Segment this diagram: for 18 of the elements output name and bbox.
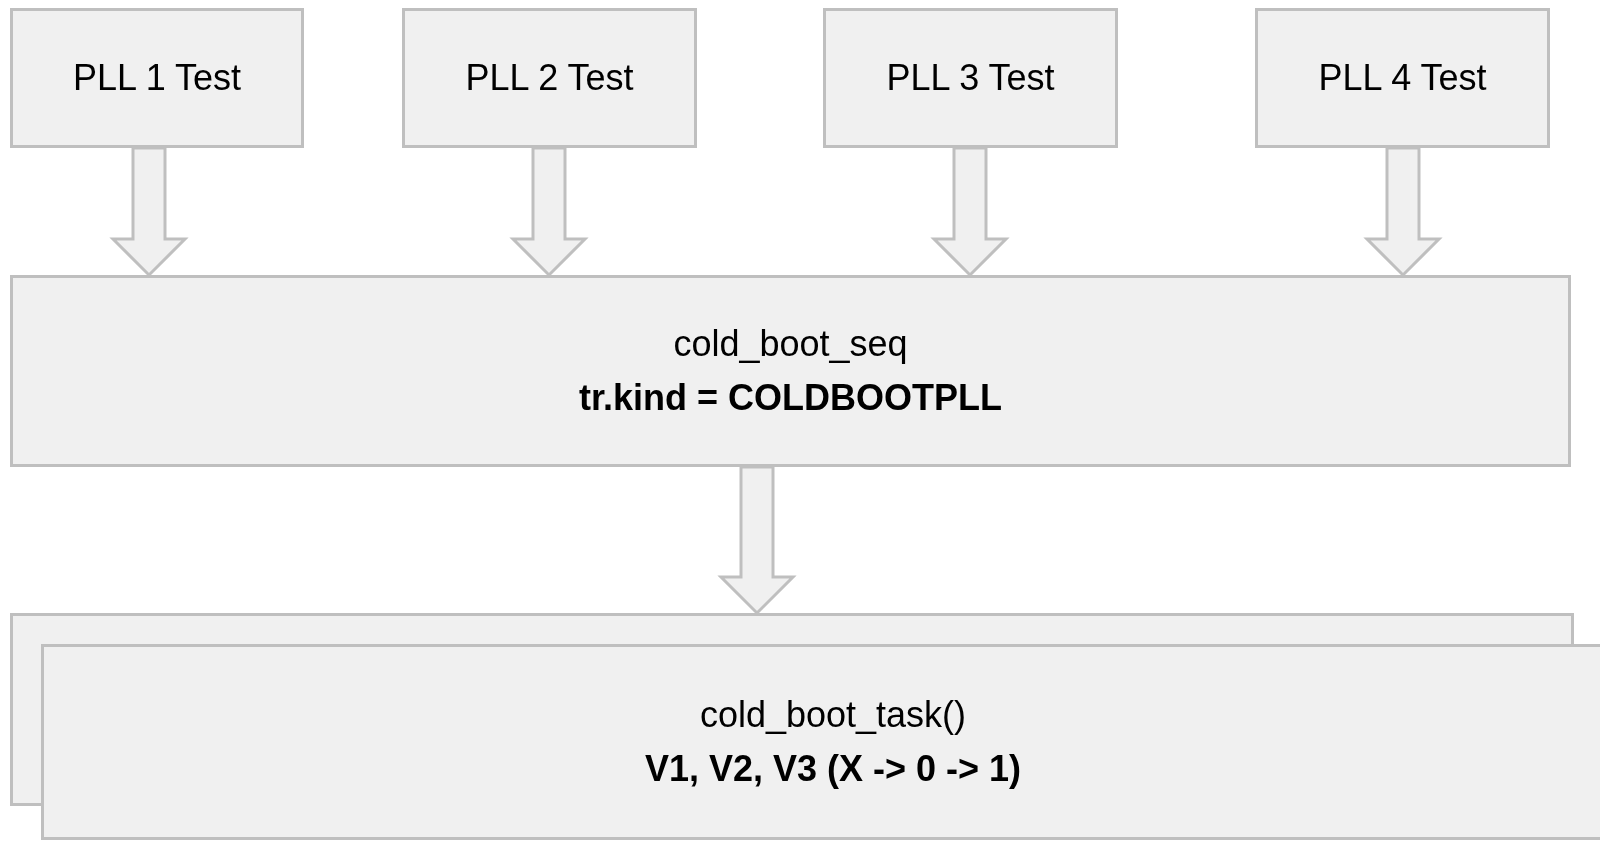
- box-title: PLL 4 Test: [1318, 56, 1487, 100]
- process-box: [402, 8, 697, 148]
- box-title: cold_boot_task(): [699, 693, 967, 737]
- process-box: [10, 8, 304, 148]
- box-title: PLL 3 Test: [886, 56, 1055, 100]
- process-box: [1255, 8, 1550, 148]
- process-box: [823, 8, 1118, 148]
- process-box: [10, 275, 1571, 467]
- block-arrow: [717, 465, 797, 616]
- box-title: cold_boot_seq: [673, 322, 908, 366]
- block-arrow: [109, 146, 189, 278]
- block-arrow: [1363, 146, 1443, 278]
- block-arrow: [509, 146, 589, 278]
- box-title: PLL 2 Test: [465, 56, 634, 100]
- detail-text: V1, V2, V3 (X -> 0 -> 1): [644, 747, 1022, 791]
- box-title: PLL 1 Test: [72, 56, 242, 100]
- detail-text: tr.kind = COLDBOOTPLL: [579, 376, 1002, 420]
- block-arrow: [930, 146, 1010, 278]
